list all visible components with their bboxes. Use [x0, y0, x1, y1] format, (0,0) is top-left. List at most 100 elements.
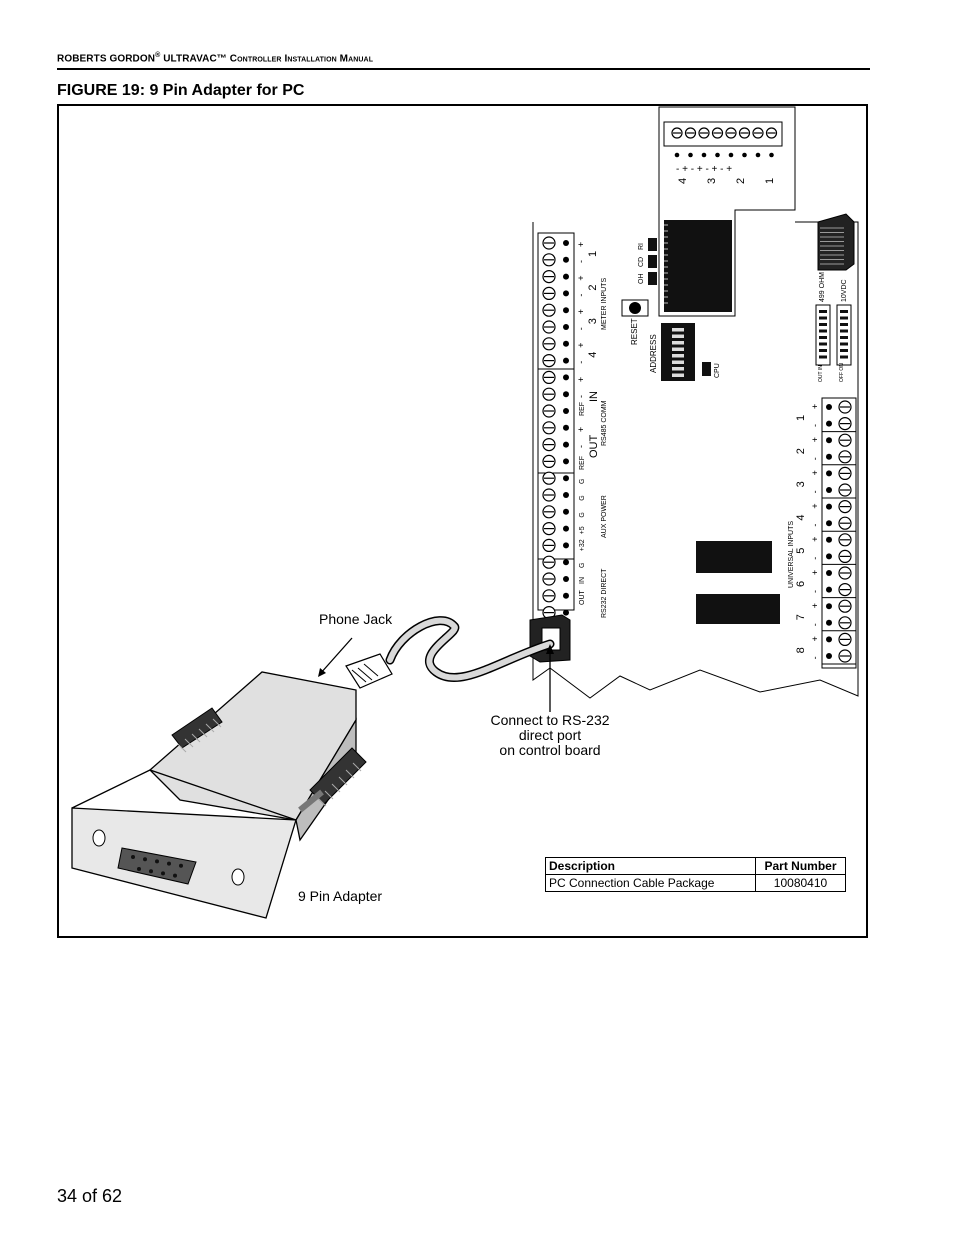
terminal-dot	[563, 307, 569, 314]
terminal-dot	[563, 576, 569, 582]
terminal-dot	[826, 437, 832, 444]
terminal-dot	[563, 525, 569, 532]
plus-sign: +	[810, 503, 820, 508]
terminal-dot	[826, 536, 832, 543]
plus-sign: +	[810, 437, 820, 442]
ohm-label: 499 OHM	[819, 272, 826, 302]
dsub-pin	[167, 861, 171, 866]
plus-sign: +	[576, 377, 586, 382]
terminal-dot	[563, 391, 569, 398]
chip-pin	[664, 296, 668, 298]
phone-plug	[345, 653, 393, 689]
universal-input-number: 1	[795, 415, 807, 421]
minus-sign: -	[810, 623, 820, 626]
minus-sign: -	[576, 445, 586, 448]
dip-toggle	[819, 355, 827, 359]
dsub-pin	[149, 869, 153, 874]
address-label: ADDRESS	[649, 334, 658, 373]
rs232-direct-label: RS232 DIRECT	[601, 568, 608, 618]
knurl-line	[345, 769, 355, 779]
dip-toggle	[840, 349, 848, 352]
minus-sign: -	[576, 327, 586, 330]
terminal-dot	[826, 404, 832, 410]
knurl-line	[212, 718, 222, 728]
reset-label: RESET	[630, 318, 639, 345]
dsub-pin	[161, 871, 165, 876]
connect-line-2: direct port	[518, 727, 582, 743]
rs232-term: G	[579, 563, 586, 568]
chip-pin	[664, 266, 668, 268]
terminal-dot	[563, 508, 569, 515]
row-description: PC Connection Cable Package	[545, 874, 756, 892]
universal-inputs-strip: +-1+-2+-3+-4+-5+-6+-7+-8 UNIVERSAL INPUT…	[788, 397, 857, 669]
running-header: ROBERTS GORDON® ULTRAVAC™ Controller Ins…	[57, 52, 373, 64]
dip-toggle	[819, 329, 827, 333]
ri-label: RI	[638, 243, 645, 250]
dip-toggle	[672, 354, 684, 358]
knurl-line	[331, 783, 341, 793]
rs485-comm-label: RS485 COMM	[601, 400, 608, 446]
connect-line-3: on control board	[499, 742, 601, 758]
terminal-dot	[826, 470, 832, 477]
chip-pin	[664, 236, 668, 238]
phone-cable	[385, 616, 555, 682]
parts-table: Description Part Number PC Connection Ca…	[545, 857, 846, 892]
rs232-term: IN	[579, 577, 586, 584]
chip-pin	[664, 290, 668, 292]
chip-pin	[664, 242, 668, 244]
dip-toggle	[819, 349, 827, 352]
dsub-pin	[173, 873, 177, 878]
top-terminal-number: 4	[677, 178, 689, 184]
universal-input-number: 4	[795, 514, 807, 520]
vdc-label: 10VDC	[841, 279, 848, 302]
meter-input-number: 2	[587, 284, 599, 290]
terminal-dot	[563, 458, 569, 465]
plus-sign: +	[576, 343, 586, 348]
dip-toggle	[840, 329, 848, 333]
chip-pin	[664, 284, 668, 286]
dsub-pin	[143, 857, 147, 862]
header-connector	[817, 213, 855, 271]
terminal-dot	[563, 424, 569, 431]
terminal-dot	[826, 619, 832, 626]
parts-table-header-row: Description Part Number	[545, 857, 846, 875]
header-rule	[57, 68, 870, 70]
minus-sign: -	[810, 424, 820, 427]
meter-input-number: 1	[587, 251, 599, 257]
terminal-dot	[826, 586, 832, 593]
dsub-pin	[179, 863, 183, 868]
registered-mark: ®	[155, 52, 161, 59]
chip-pin	[664, 230, 668, 232]
knurl-line	[184, 738, 194, 748]
plus-sign: +	[810, 404, 820, 409]
knurl-line	[338, 776, 348, 786]
minus-sign: -	[810, 524, 820, 527]
terminal-dot	[826, 453, 832, 460]
description-header: Description	[545, 857, 756, 875]
top-terminal-number: 2	[735, 178, 747, 184]
minus-sign: -	[810, 490, 820, 493]
ref-label: REF	[579, 402, 586, 416]
terminal-dot	[563, 290, 569, 297]
chip-pin	[664, 260, 668, 262]
terminal-dot	[563, 240, 569, 246]
dip-toggle	[819, 316, 827, 320]
control-board	[532, 221, 859, 699]
aux-power-term: G	[579, 479, 586, 484]
dip-toggle	[840, 336, 848, 339]
oh-label: OH	[638, 274, 645, 285]
terminal-dot	[742, 152, 747, 158]
nine-pin-adapter	[71, 671, 367, 919]
chip-pin	[664, 278, 668, 280]
cpu-chip	[664, 220, 732, 312]
address-dip-switch: ADDRESS CPU	[649, 323, 721, 381]
adapter-callout: 9 Pin Adapter	[298, 888, 383, 904]
terminal-dot	[563, 324, 569, 330]
dip-toggle	[840, 342, 848, 346]
minus-sign: -	[810, 590, 820, 593]
terminal-dot	[563, 374, 569, 381]
ref-label: REF	[579, 456, 586, 470]
dip-toggle	[819, 336, 827, 339]
